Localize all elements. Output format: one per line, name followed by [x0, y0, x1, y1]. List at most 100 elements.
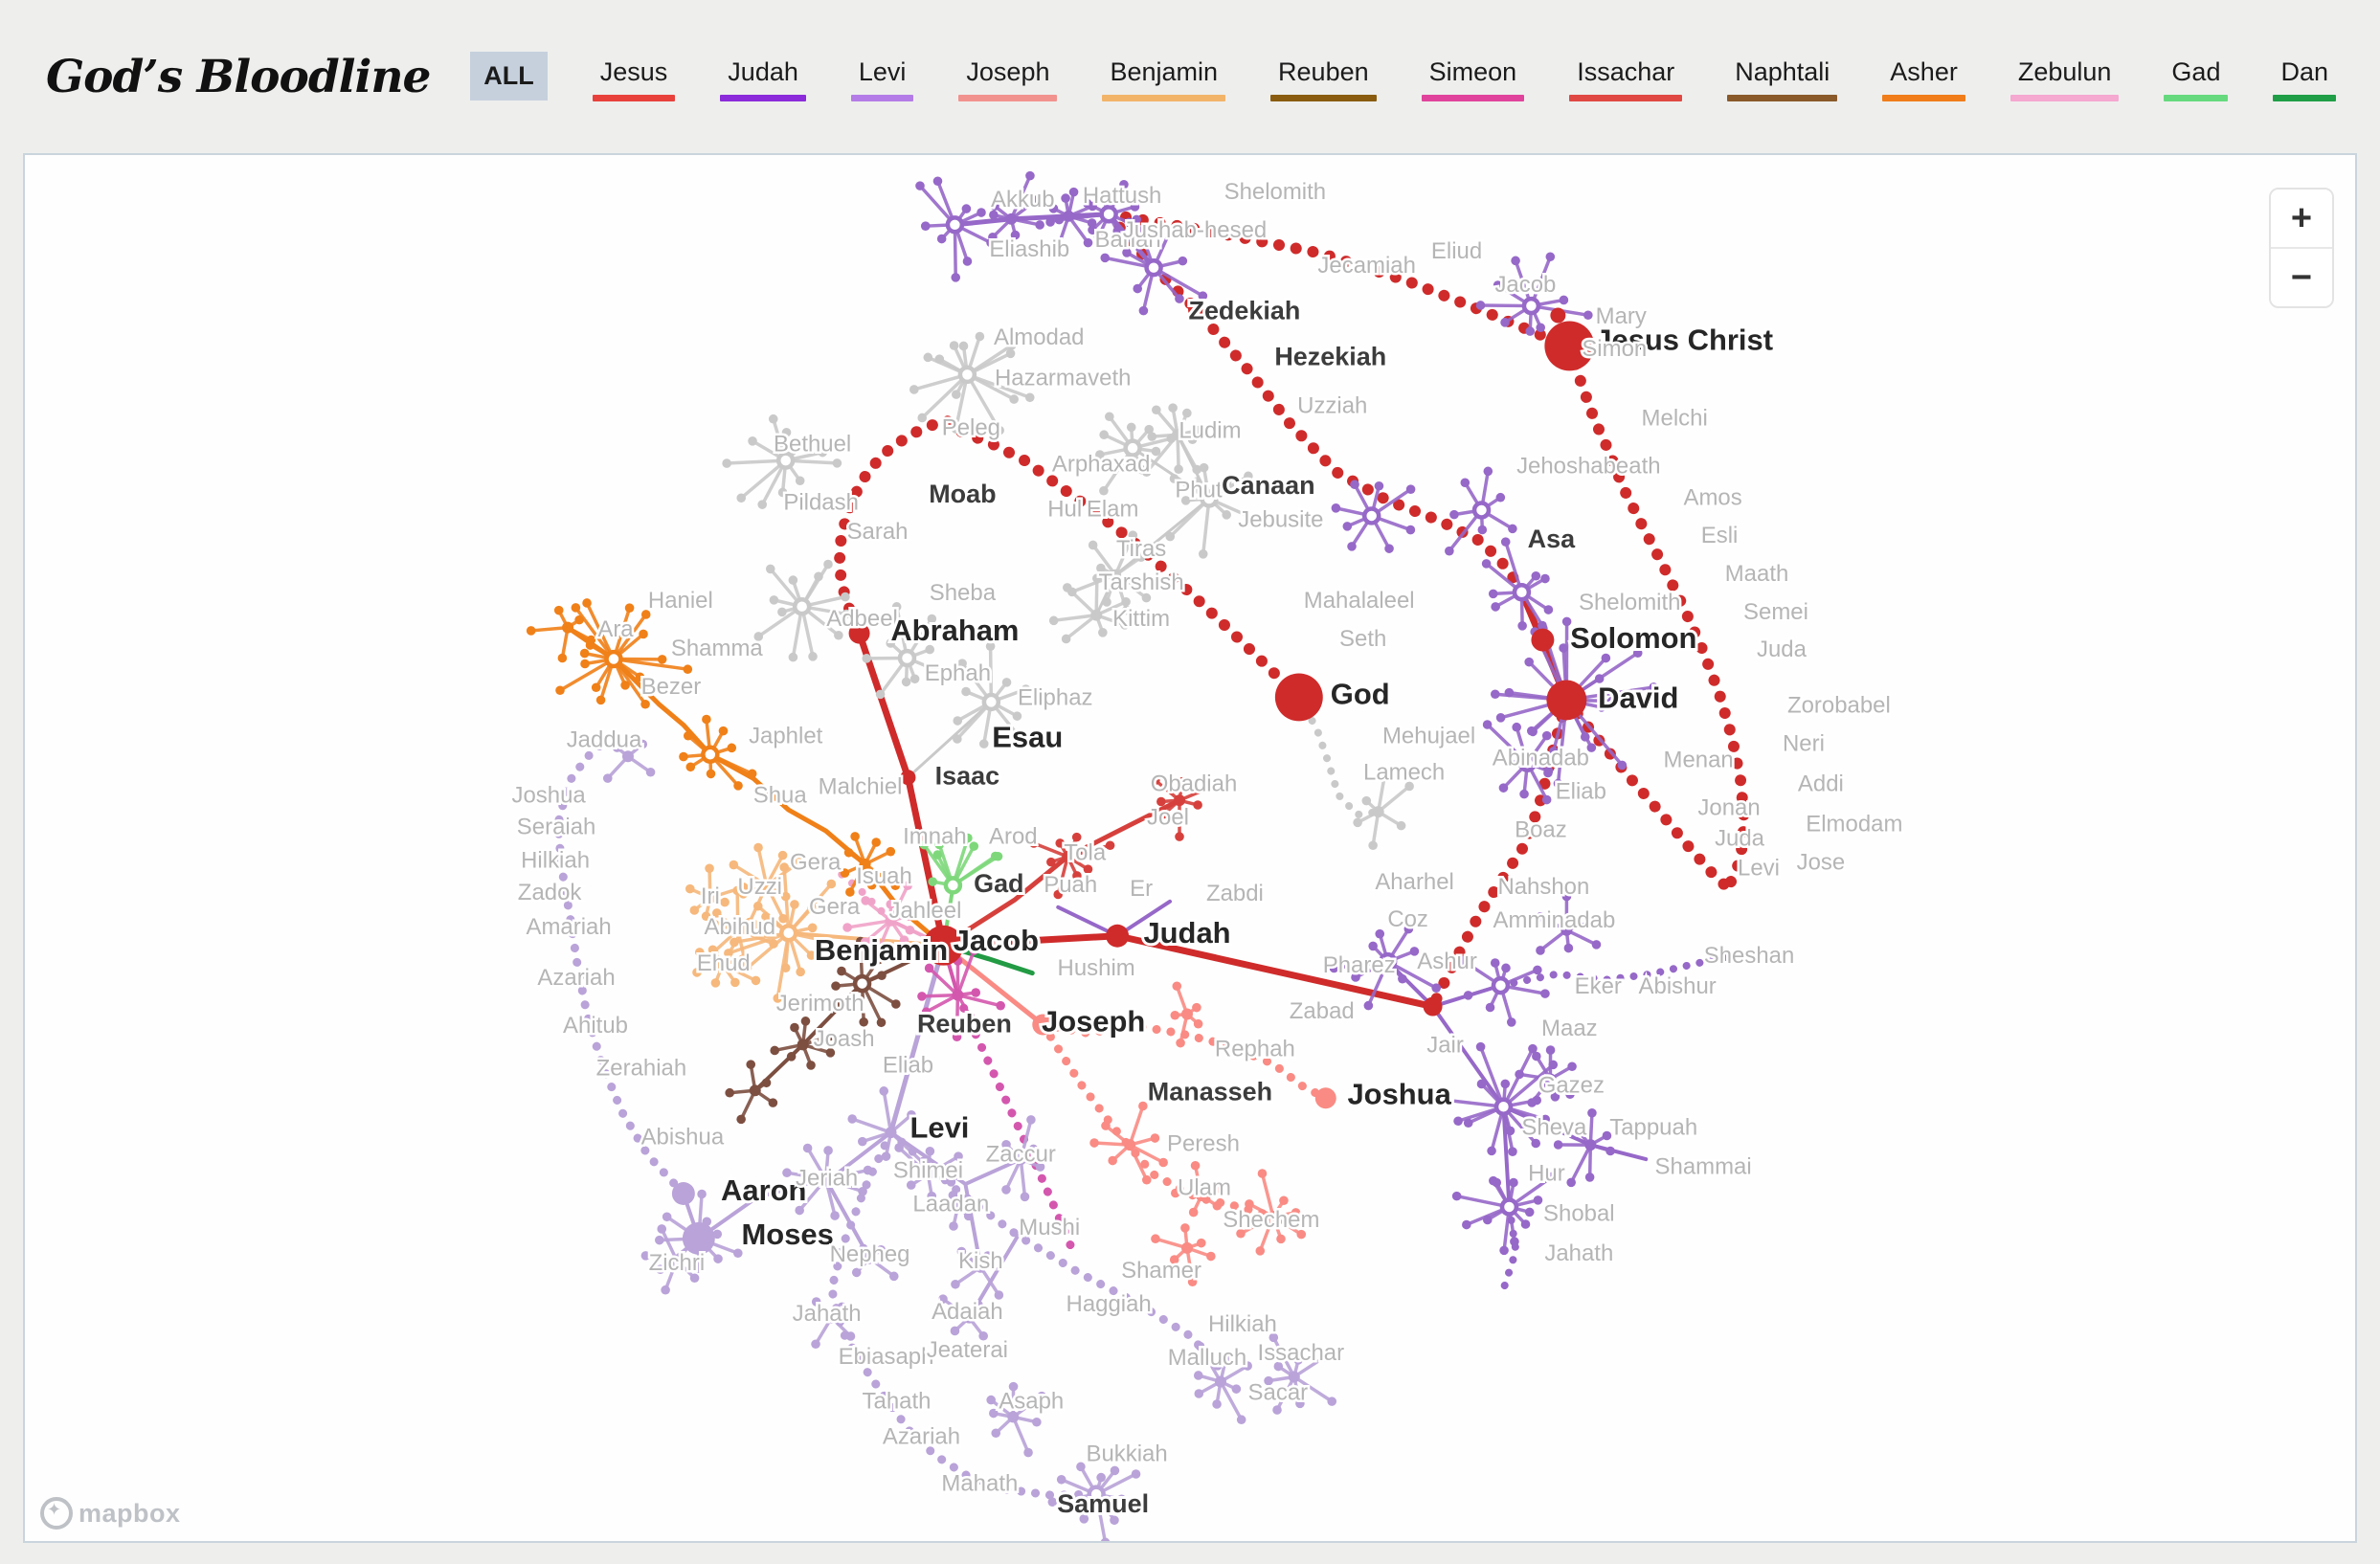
cluster-hub[interactable]	[1195, 1190, 1207, 1201]
tab-issachar[interactable]: Issachar	[1569, 52, 1683, 102]
cluster-hub[interactable]	[1005, 212, 1018, 225]
cluster-hub[interactable]	[621, 750, 634, 763]
cluster-hub[interactable]	[1214, 1375, 1226, 1388]
person-node[interactable]	[671, 1182, 695, 1205]
cluster-hub[interactable]	[1181, 1008, 1193, 1020]
cluster-hub[interactable]	[1584, 1139, 1597, 1151]
cluster-hub[interactable]	[562, 621, 574, 634]
cluster-hub[interactable]	[604, 649, 623, 669]
person-node[interactable]	[1314, 1087, 1336, 1109]
cluster-hub[interactable]	[943, 876, 963, 895]
cluster-hub[interactable]	[885, 914, 897, 927]
cluster-hub[interactable]	[1007, 1411, 1020, 1423]
cluster-hub[interactable]	[852, 973, 872, 994]
cluster-hub[interactable]	[749, 1084, 761, 1097]
cluster-hub[interactable]	[792, 596, 812, 616]
cluster-hub[interactable]	[1200, 489, 1219, 508]
mapbox-logo[interactable]: mapbox	[40, 1497, 181, 1530]
cluster-hub[interactable]	[1517, 753, 1538, 772]
person-node[interactable]	[1546, 680, 1587, 721]
cluster-hub[interactable]	[760, 879, 773, 891]
cluster-hub[interactable]	[1288, 1371, 1300, 1383]
cluster-hub[interactable]	[1378, 951, 1398, 972]
cluster-hub[interactable]	[1124, 1139, 1136, 1151]
cluster-hub[interactable]	[859, 858, 871, 870]
cluster-hub[interactable]	[1174, 794, 1186, 807]
person-node[interactable]	[1106, 924, 1130, 948]
cluster-dot	[1172, 981, 1182, 992]
zoom-out-button[interactable]: −	[2271, 249, 2332, 306]
cluster-hub[interactable]	[1015, 1153, 1027, 1166]
cluster-hub[interactable]	[1512, 583, 1532, 602]
person-node[interactable]	[1531, 628, 1555, 652]
cluster-hub[interactable]	[981, 692, 1001, 712]
cluster-hub[interactable]	[1499, 1197, 1519, 1217]
person-node[interactable]	[923, 925, 964, 966]
cluster-hub[interactable]	[957, 365, 977, 385]
cluster-hub[interactable]	[778, 924, 798, 943]
tab-asher[interactable]: Asher	[1882, 52, 1965, 102]
cluster-hub[interactable]	[1090, 609, 1103, 621]
zoom-in-button[interactable]: +	[2271, 190, 2332, 247]
tab-jesus[interactable]: Jesus	[592, 52, 676, 102]
person-node[interactable]	[1188, 301, 1205, 319]
cluster-hub[interactable]	[1361, 506, 1381, 525]
cluster-hub[interactable]	[922, 1169, 934, 1181]
cluster-hub[interactable]	[1493, 1097, 1514, 1116]
cluster-hub[interactable]	[1491, 975, 1511, 995]
tab-all[interactable]: ALL	[470, 51, 548, 101]
cluster-hub[interactable]	[820, 1173, 832, 1186]
tab-benjamin[interactable]: Benjamin	[1102, 52, 1226, 102]
tab-dan[interactable]: Dan	[2273, 52, 2336, 102]
cluster-hub[interactable]	[1181, 1241, 1193, 1254]
person-label: Shammai	[1655, 1153, 1752, 1179]
tab-zebulun[interactable]: Zebulun	[2010, 52, 2120, 102]
tab-levi[interactable]: Levi	[850, 52, 914, 102]
cluster-hub[interactable]	[945, 215, 965, 235]
person-node[interactable]	[1274, 673, 1323, 722]
tab-gad[interactable]: Gad	[2164, 52, 2229, 102]
person-node[interactable]	[682, 1221, 715, 1255]
cluster-hub[interactable]	[897, 648, 917, 668]
cluster-hub[interactable]	[825, 1311, 838, 1324]
cluster-hub[interactable]	[701, 745, 720, 764]
cluster-hub[interactable]	[1087, 1485, 1106, 1504]
cluster-hub[interactable]	[1267, 1210, 1279, 1222]
person-node[interactable]	[1032, 1014, 1054, 1036]
cluster-hub[interactable]	[670, 1254, 683, 1266]
cluster-hub[interactable]	[952, 989, 964, 1001]
cluster-hub[interactable]	[1544, 1073, 1557, 1085]
cluster-hub[interactable]	[963, 1311, 976, 1324]
tab-judah[interactable]: Judah	[720, 52, 806, 102]
cluster-hub[interactable]	[1144, 257, 1163, 278]
cluster-hub[interactable]	[864, 1252, 876, 1264]
tab-naphtali[interactable]: Naphtali	[1727, 52, 1838, 102]
cluster-hub[interactable]	[1099, 205, 1118, 224]
cluster-hub[interactable]	[1172, 429, 1184, 441]
tab-reuben[interactable]: Reuben	[1270, 52, 1377, 102]
cluster-hub[interactable]	[1471, 501, 1492, 520]
cluster-hub[interactable]	[1521, 296, 1541, 316]
cluster-hub[interactable]	[797, 1039, 809, 1051]
cluster-hub[interactable]	[1560, 924, 1573, 936]
tab-simeon[interactable]: Simeon	[1421, 52, 1525, 102]
person-node[interactable]	[900, 770, 916, 786]
person-node[interactable]	[1550, 307, 1566, 324]
person-label: Shobal	[1543, 1200, 1615, 1226]
cluster-hub[interactable]	[1372, 806, 1384, 818]
cluster-hub[interactable]	[704, 891, 716, 904]
cluster-hub[interactable]	[1062, 850, 1074, 862]
person-node[interactable]	[848, 622, 870, 644]
cluster-hub[interactable]	[1123, 438, 1142, 458]
cluster-hub[interactable]	[1110, 569, 1122, 581]
cluster-hub[interactable]	[952, 1200, 964, 1213]
cluster-hub[interactable]	[975, 1261, 987, 1273]
person-node[interactable]	[1423, 996, 1443, 1017]
cluster-hub[interactable]	[775, 451, 796, 470]
cluster-hub[interactable]	[716, 958, 729, 971]
person-node[interactable]	[1544, 321, 1595, 371]
cluster-hub[interactable]	[885, 1127, 897, 1139]
tab-joseph[interactable]: Joseph	[958, 52, 1058, 102]
